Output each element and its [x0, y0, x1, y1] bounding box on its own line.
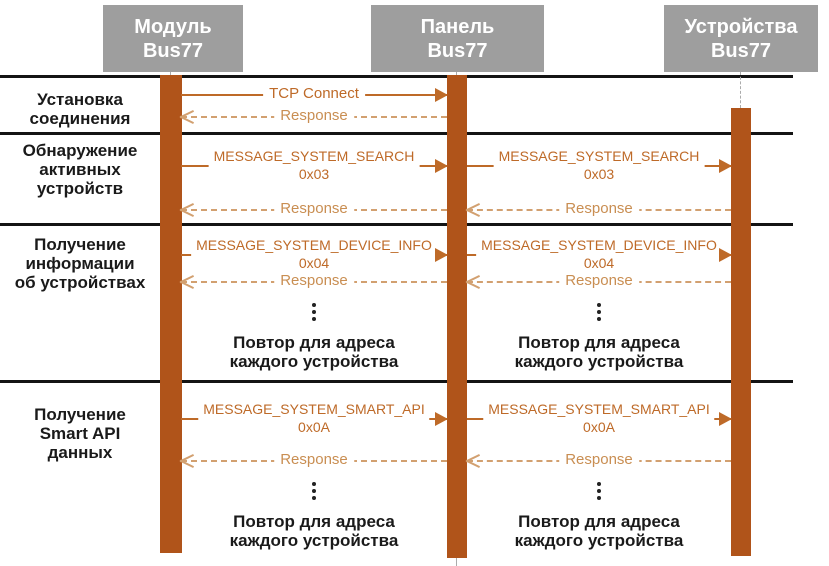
arrowhead-right-icon: [719, 412, 732, 426]
divider-section-2: [0, 223, 793, 226]
actor-subname: Bus77: [427, 39, 488, 62]
msg-name: MESSAGE_SYSTEM_SMART_API: [488, 401, 710, 417]
actor-name: Модуль: [134, 15, 212, 38]
lifeline-panel: [447, 75, 467, 558]
lifeline-stub-module: [170, 72, 171, 75]
msg-code: 0x0A: [583, 419, 615, 435]
msg-name: MESSAGE_SYSTEM_SMART_API: [203, 401, 425, 417]
repeat-note-line: каждого устройства: [229, 352, 399, 371]
divider-section-1: [0, 132, 793, 135]
section-label-line: Обнаружение: [22, 141, 138, 160]
actor-box-module: Модуль Bus77: [103, 5, 243, 72]
repeat-note-line: Повтор для адреса: [233, 333, 395, 352]
arrowhead-right-icon: [435, 159, 448, 173]
msg-label: MESSAGE_SYSTEM_SMART_API 0x0A: [198, 400, 430, 436]
msg-label: MESSAGE_SYSTEM_DEVICE_INFO 0x04: [191, 236, 437, 272]
section-label-setup: Установка соединения: [0, 90, 160, 128]
msg-name: MESSAGE_SYSTEM_SEARCH: [213, 148, 415, 164]
section-label-line: соединения: [29, 109, 131, 128]
msg-response-search-right: Response: [467, 199, 731, 219]
arrowhead-right-icon: [719, 159, 732, 173]
msg-code: 0x04: [583, 255, 615, 271]
actor-box-devices: Устройства Bus77: [664, 5, 818, 72]
ellipsis-icon: [596, 300, 602, 324]
msg-code: 0x03: [583, 166, 615, 182]
section-label-line: устройств: [36, 179, 124, 198]
section-label-line: об устройствах: [14, 273, 146, 292]
section-label-line: Установка: [37, 90, 123, 109]
divider-header: [0, 75, 793, 78]
msg-response-device-info-left: Response: [181, 271, 447, 291]
repeat-note-line: Повтор для адреса: [518, 512, 680, 531]
repeat-note: Повтор для адреса каждого устройства: [194, 512, 434, 550]
msg-code: 0x0A: [298, 419, 330, 435]
msg-response-smart-api-left: Response: [181, 450, 447, 470]
section-label-smart-api: Получение Smart API данных: [0, 405, 160, 462]
msg-response-device-info-right: Response: [467, 271, 731, 291]
repeat-note: Повтор для адреса каждого устройства: [479, 333, 719, 371]
msg-label: Response: [274, 199, 354, 219]
msg-system-search-left: MESSAGE_SYSTEM_SEARCH 0x03: [181, 147, 448, 183]
actor-name: Панель: [420, 15, 495, 38]
repeat-note-line: Повтор для адреса: [518, 333, 680, 352]
divider-section-3: [0, 380, 793, 383]
actor-subname: Bus77: [710, 39, 772, 62]
repeat-note-line: каждого устройства: [514, 352, 684, 371]
msg-smart-api-right: MESSAGE_SYSTEM_SMART_API 0x0A: [467, 400, 732, 436]
repeat-note-line: каждого устройства: [229, 531, 399, 550]
lifeline-stub-panel-bottom: [456, 558, 457, 566]
actor-subname: Bus77: [142, 39, 204, 62]
repeat-note-line: Повтор для адреса: [233, 512, 395, 531]
ellipsis-icon: [311, 479, 317, 503]
msg-response-setup: Response: [181, 106, 447, 126]
lifeline-stub-panel: [456, 72, 457, 75]
msg-label: Response: [274, 450, 354, 470]
lifeline-stub-devices-dashed: [740, 72, 741, 108]
msg-code: 0x03: [298, 166, 330, 182]
arrowhead-right-icon: [719, 248, 732, 262]
arrowhead-right-icon: [435, 248, 448, 262]
section-label-device-info: Получение информации об устройствах: [0, 235, 160, 292]
msg-label: Response: [559, 450, 639, 470]
repeat-note-line: каждого устройства: [514, 531, 684, 550]
msg-name: MESSAGE_SYSTEM_DEVICE_INFO: [481, 237, 717, 253]
msg-smart-api-left: MESSAGE_SYSTEM_SMART_API 0x0A: [181, 400, 448, 436]
repeat-note: Повтор для адреса каждого устройства: [479, 512, 719, 550]
section-label-line: Получение: [34, 235, 126, 254]
msg-response-search-left: Response: [181, 199, 447, 219]
lifeline-devices: [731, 108, 751, 556]
section-label-line: Получение: [34, 405, 126, 424]
msg-device-info-left: MESSAGE_SYSTEM_DEVICE_INFO 0x04: [181, 236, 448, 272]
actor-name: Устройства: [684, 15, 798, 38]
msg-label: MESSAGE_SYSTEM_SMART_API 0x0A: [483, 400, 715, 436]
msg-label: MESSAGE_SYSTEM_DEVICE_INFO 0x04: [476, 236, 722, 272]
ellipsis-icon: [596, 479, 602, 503]
actor-box-panel: Панель Bus77: [371, 5, 544, 72]
section-label-line: информации: [25, 254, 135, 273]
msg-label: MESSAGE_SYSTEM_SEARCH 0x03: [493, 147, 705, 183]
msg-response-smart-api-right: Response: [467, 450, 731, 470]
msg-name: MESSAGE_SYSTEM_SEARCH: [498, 148, 700, 164]
msg-device-info-right: MESSAGE_SYSTEM_DEVICE_INFO 0x04: [467, 236, 732, 272]
msg-label: Response: [559, 199, 639, 219]
section-label-discovery: Обнаружение активных устройств: [0, 141, 160, 198]
arrowhead-right-icon: [435, 88, 448, 102]
ellipsis-icon: [311, 300, 317, 324]
arrowhead-right-icon: [435, 412, 448, 426]
msg-label: TCP Connect: [263, 84, 365, 104]
section-label-line: Smart API: [39, 424, 121, 443]
repeat-note: Повтор для адреса каждого устройства: [194, 333, 434, 371]
msg-tcp-connect: TCP Connect: [181, 84, 448, 104]
msg-system-search-right: MESSAGE_SYSTEM_SEARCH 0x03: [467, 147, 732, 183]
msg-label: MESSAGE_SYSTEM_SEARCH 0x03: [208, 147, 420, 183]
msg-name: MESSAGE_SYSTEM_DEVICE_INFO: [196, 237, 432, 253]
section-label-line: данных: [47, 443, 113, 462]
section-label-line: активных: [39, 160, 121, 179]
lifeline-module: [160, 75, 182, 553]
msg-label: Response: [559, 271, 639, 291]
msg-label: Response: [274, 106, 354, 126]
msg-code: 0x04: [298, 255, 330, 271]
msg-label: Response: [274, 271, 354, 291]
